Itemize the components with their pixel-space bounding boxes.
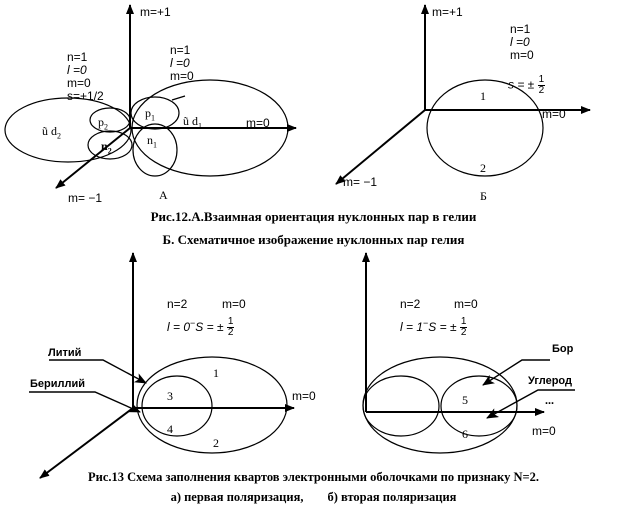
- f12r-axis-left: m= −1: [343, 175, 378, 189]
- f12r-axis-top: m=+1: [432, 5, 463, 19]
- f12l-block1: n=1 l =0 m=0 s=+1/2: [67, 50, 104, 103]
- fig13-caption-2: а) первая поляризация,б) вторая поляриза…: [170, 490, 457, 504]
- f13r-dots: ...: [545, 393, 554, 407]
- f13l-quarter-1: 1: [213, 366, 219, 380]
- fig13-caption-1: Рис.13 Схема заполнения квартов электрон…: [88, 470, 539, 484]
- f13l-quarter-3: 3: [167, 389, 173, 403]
- f13r-carbon-label: Углерод: [528, 375, 572, 387]
- f12l-n2-label: n2: [101, 139, 112, 156]
- fig13-left-pointers: [29, 359, 147, 413]
- fig13-right-axes: [362, 252, 545, 416]
- f13l-quarter-4: 4: [167, 422, 173, 436]
- f12l-axis-top: m=+1: [140, 5, 171, 19]
- f13r-n: n=2: [400, 297, 421, 311]
- fig12-left-axes: [55, 4, 297, 189]
- f13r-axis-right: m=0: [532, 424, 556, 438]
- f13l-beryllium-label: Бериллий: [30, 378, 86, 390]
- f13r-quarter-6: 6: [462, 427, 468, 441]
- f12l-p1-label: p1: [145, 106, 155, 123]
- f12r-panel-label: Б: [480, 189, 487, 203]
- f12r-quarter-1: 1: [480, 89, 486, 103]
- fig13-left-orbitals: [136, 356, 288, 454]
- f12r-quarter-2: 2: [480, 161, 486, 175]
- f12l-n1-label: n1: [147, 133, 157, 150]
- f12l-axis-left: m= −1: [68, 191, 103, 205]
- f13r-quarter-5: 5: [462, 393, 468, 407]
- f12l-d1-label: ũ d1: [183, 114, 202, 131]
- f12r-axis-right: m=0: [542, 107, 566, 121]
- f13l-m: m=0: [222, 297, 246, 311]
- f13r-m: m=0: [454, 297, 478, 311]
- fig12-caption-2: Б. Схематичное изображение нуклонных пар…: [162, 232, 465, 247]
- f12l-axis-right: m=0: [246, 116, 270, 130]
- f13l-axis-right: m=0: [292, 389, 316, 403]
- f13l-quarter-2: 2: [213, 436, 219, 450]
- fig13-left-axes: [39, 252, 295, 479]
- f12r-block: n=1 l =0 m=0: [510, 22, 534, 62]
- f12l-panel-label: A: [159, 188, 168, 202]
- fig12-right-axes: [335, 4, 591, 185]
- fig12-caption-1: Рис.12.А.Взаимная ориентация нуклонных п…: [150, 209, 477, 224]
- fig13-right-orbitals: [362, 356, 518, 454]
- fig12-left-orbitals: [4, 79, 289, 177]
- f13l-lithium-label: Литий: [48, 347, 82, 359]
- f13r-boron-label: Бор: [552, 343, 574, 355]
- f12l-d2-label: ũ d2: [42, 124, 61, 141]
- f12l-block2: n=1 l =0 m=0: [170, 43, 194, 83]
- fig12-right-orbitals: [426, 79, 544, 177]
- fig13-right-pointers: [482, 359, 575, 419]
- f12l-p2-label: p2: [98, 115, 108, 132]
- f13l-n: n=2: [167, 297, 188, 311]
